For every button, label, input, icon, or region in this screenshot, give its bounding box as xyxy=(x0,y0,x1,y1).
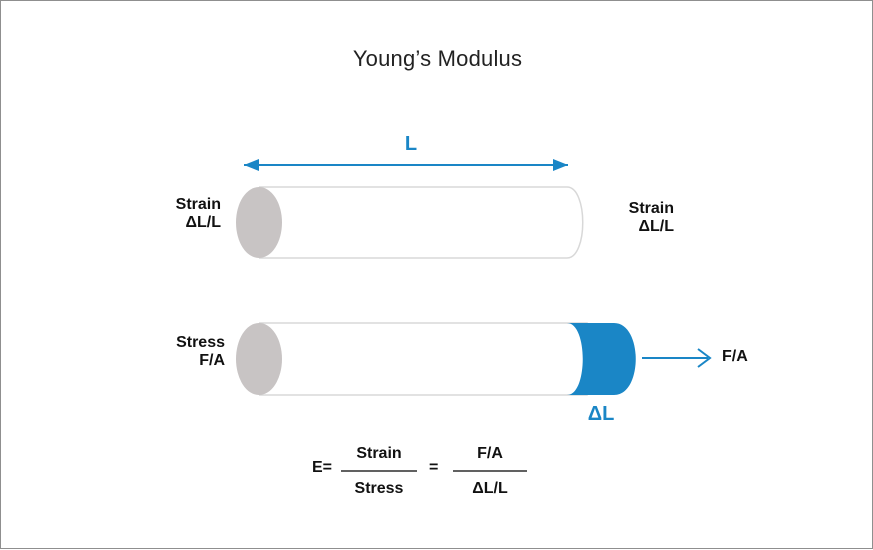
formula-equals: = xyxy=(429,459,439,476)
length-arrow-right-head xyxy=(553,159,568,171)
bottom-bar-cap xyxy=(236,323,282,395)
top-left-label-line2: ΔL/L xyxy=(185,214,222,232)
page-title: Young’s Modulus xyxy=(352,46,523,71)
force-arrow xyxy=(642,348,712,368)
top-bar-cap xyxy=(236,187,282,258)
fraction1-numerator: Strain xyxy=(356,445,402,462)
fraction2-numerator: F/A xyxy=(477,445,503,462)
fraction1-denominator: Stress xyxy=(354,480,404,497)
top-left-label: Strain ΔL/L xyxy=(151,196,221,233)
fraction2-denominator: ΔL/L xyxy=(472,480,508,497)
force-arrow-head xyxy=(697,348,712,368)
force-label: F/A xyxy=(722,348,748,365)
top-right-label-line1: Strain xyxy=(628,200,674,217)
bottom-left-label-line1: Stress xyxy=(176,334,225,351)
top-length-arrow xyxy=(244,159,568,171)
length-arrow-left-head xyxy=(244,159,259,171)
top-left-label-line1: Strain xyxy=(175,196,221,213)
extension-label: ΔL xyxy=(587,403,615,425)
formula-lhs: E= xyxy=(312,459,333,476)
top-bar xyxy=(236,186,584,259)
extension-segment xyxy=(567,323,636,395)
bottom-bar xyxy=(236,322,636,396)
bottom-bar-outline xyxy=(259,322,588,396)
length-label: L xyxy=(404,133,418,155)
top-right-label-line2: ΔL/L xyxy=(638,218,675,236)
bottom-left-label: Stress F/A xyxy=(155,334,225,371)
top-bar-outline xyxy=(259,186,584,259)
top-right-label: Strain ΔL/L xyxy=(604,200,674,237)
bottom-left-label-line2: F/A xyxy=(199,352,225,370)
